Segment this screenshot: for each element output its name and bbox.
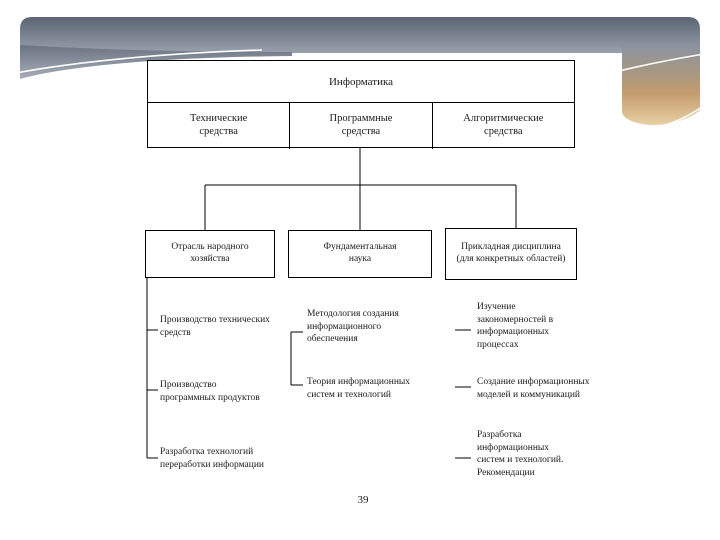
branches-row: Технические средства Программные средств…	[148, 103, 574, 149]
branch-cell-software: Программные средства	[289, 103, 433, 149]
economy-bracket	[146, 278, 158, 459]
leaf-item-applied-1: Изучение закономерностей в информационны…	[477, 302, 554, 350]
category-box-applied: Прикладная дисциплина (для конкретных об…	[445, 228, 577, 280]
informatics-table: Информатика Технические средства Програм…	[147, 60, 575, 149]
category-box-science: Фундаментальная наука	[288, 230, 432, 278]
leaf-item-applied-3: Разработка информационных систем и техно…	[477, 430, 564, 478]
leaf-item-science-2: Теория информационных систем и технологи…	[307, 377, 411, 400]
applied-dashes	[455, 329, 471, 459]
right-swoosh-bottom-line	[615, 103, 707, 131]
right-swoosh-shape	[622, 45, 700, 125]
leaf-item-applied-2: Создание информационных моделей и коммун…	[477, 377, 590, 400]
leaf-item-economy-3: Разработка технологий переработки информ…	[160, 447, 265, 470]
branch-cell-algorithmic: Алгоритмические средства	[463, 113, 544, 137]
root-connector	[204, 148, 517, 230]
header-bar-shape	[20, 17, 700, 53]
right-swoosh-highlight-line	[618, 53, 705, 72]
page-number: 39	[357, 494, 369, 506]
leaf-item-economy-1: Производство технических средств	[160, 315, 270, 338]
science-bracket	[290, 331, 303, 386]
category-box-economy: Отрасль народного хозяйства	[145, 230, 275, 278]
branch-cell-technical: Технические средства	[190, 113, 248, 137]
leaf-item-science-1: Методология создания информационного обе…	[307, 309, 399, 344]
root-node-label: Информатика	[148, 61, 574, 103]
leaf-item-economy-2: Производство программных продуктов	[160, 380, 260, 403]
